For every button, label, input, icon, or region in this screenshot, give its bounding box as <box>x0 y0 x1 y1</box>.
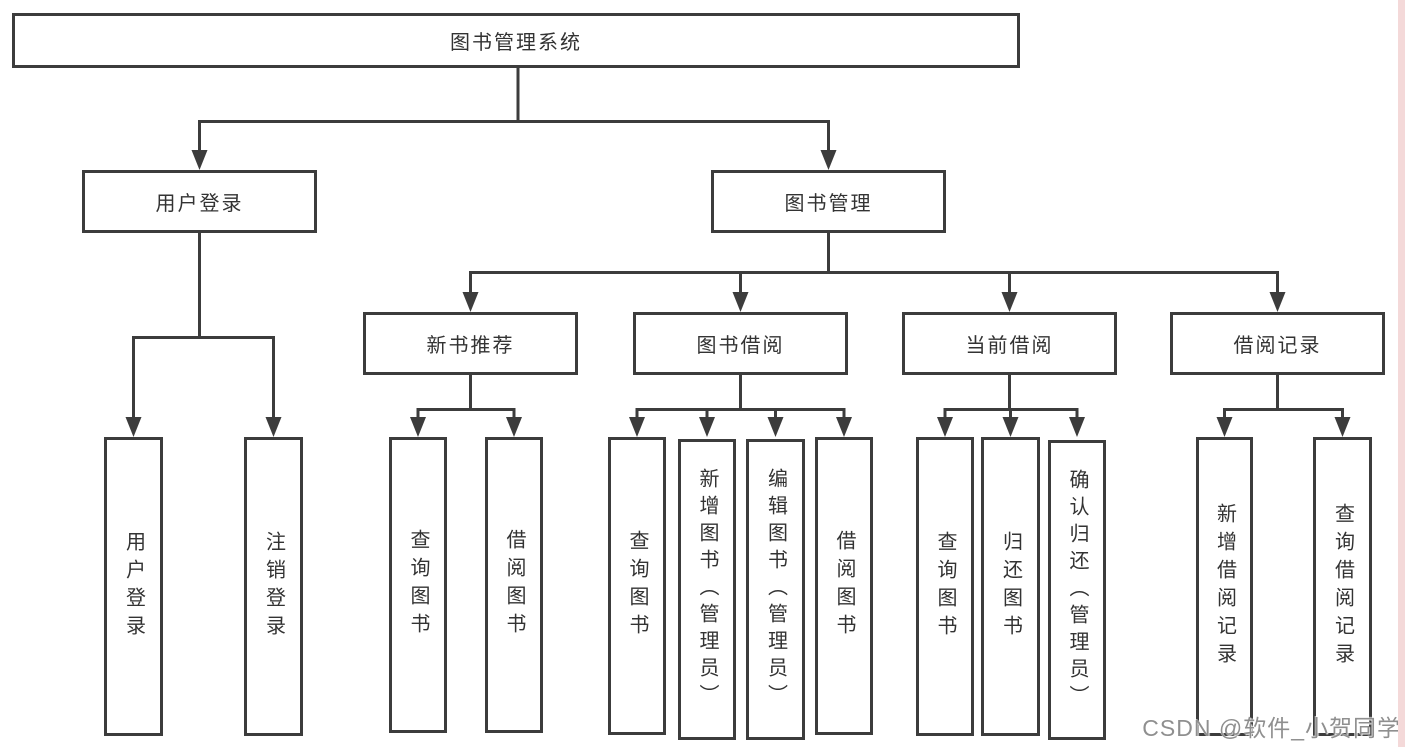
arrowhead-icon <box>629 417 645 437</box>
right-edge-strip <box>1398 0 1405 747</box>
node-user-login: 用户登录 <box>82 170 317 233</box>
leaf-user-login: 用户登录 <box>104 437 163 736</box>
leaf-borrow-borrow-book: 借阅图书 <box>815 437 873 735</box>
arrowhead-icon <box>699 417 715 437</box>
arrowhead-icon <box>410 417 426 437</box>
node-book-management: 图书管理 <box>711 170 946 233</box>
leaf-current-query-book: 查询图书 <box>916 437 974 736</box>
node-borrow-record: 借阅记录 <box>1170 312 1385 375</box>
node-current-borrow: 当前借阅 <box>902 312 1117 375</box>
leaf-current-return-book: 归还图书 <box>981 437 1040 736</box>
connector-line <box>635 375 846 417</box>
leaf-record-add: 新增借阅记录 <box>1196 437 1253 736</box>
leaf-logout: 注销登录 <box>244 437 303 736</box>
leaf-borrow-edit-book-admin: 编辑图书（管理员） <box>746 439 805 740</box>
watermark: CSDN @软件_小贺同学 <box>1142 715 1401 741</box>
connector-line <box>469 233 1279 292</box>
arrowhead-icon <box>265 417 282 437</box>
arrowhead-icon <box>836 417 852 437</box>
leaf-borrow-query-book: 查询图书 <box>608 437 666 735</box>
arrowhead-icon <box>125 417 142 437</box>
arrowhead-icon <box>732 292 749 312</box>
connector-line <box>198 66 830 150</box>
connector-line <box>943 375 1079 417</box>
leaf-record-query: 查询借阅记录 <box>1313 437 1372 736</box>
connector-line <box>416 375 516 417</box>
leaf-borrow-add-book-admin: 新增图书（管理员） <box>678 439 736 740</box>
arrowhead-icon <box>462 292 479 312</box>
arrowhead-icon <box>506 417 522 437</box>
node-new-book-recommend: 新书推荐 <box>363 312 578 375</box>
connector-line <box>132 233 275 417</box>
arrowhead-icon <box>191 150 208 170</box>
arrowhead-icon <box>1069 417 1085 437</box>
node-library-system: 图书管理系统 <box>12 13 1020 68</box>
node-book-borrow: 图书借阅 <box>633 312 848 375</box>
connector-line <box>1223 375 1344 417</box>
arrowhead-icon <box>937 417 953 437</box>
arrowhead-icon <box>1269 292 1286 312</box>
arrowhead-icon <box>1001 292 1018 312</box>
leaf-current-confirm-return-admin: 确认归还（管理员） <box>1048 440 1106 740</box>
arrowhead-icon <box>1002 417 1019 437</box>
arrowhead-icon <box>1216 417 1233 437</box>
arrowhead-icon <box>820 150 837 170</box>
leaf-recommend-borrow-book: 借阅图书 <box>485 437 543 733</box>
arrowhead-icon <box>1334 417 1351 437</box>
arrowhead-icon <box>767 417 784 437</box>
leaf-recommend-query-book: 查询图书 <box>389 437 447 733</box>
